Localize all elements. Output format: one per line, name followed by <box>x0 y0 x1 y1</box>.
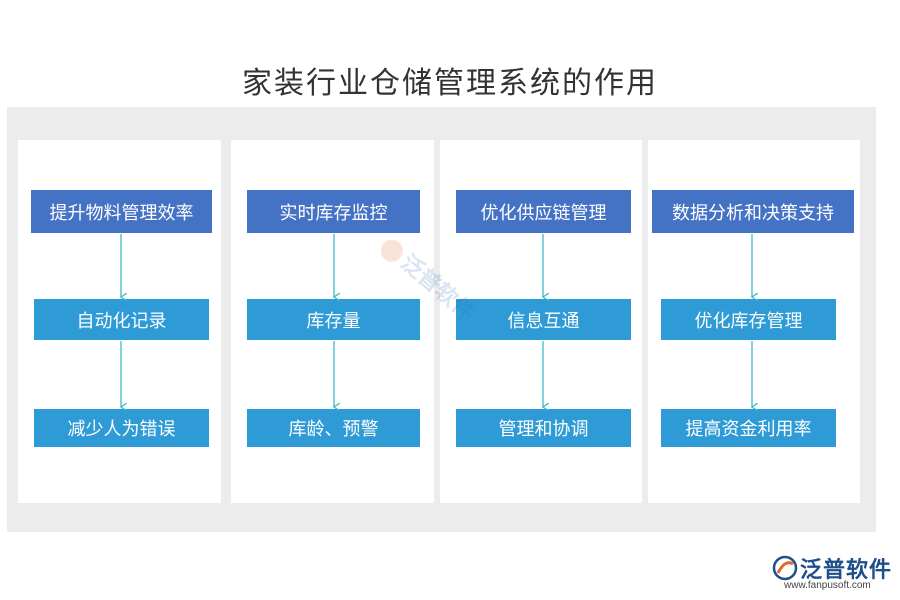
column-3-step-2: 管理和协调 <box>456 409 631 447</box>
column-2-heading: 实时库存监控 <box>247 190 420 233</box>
brand-logo: 泛普软件 <box>772 552 892 584</box>
column-4-step-2: 提高资金利用率 <box>661 409 836 447</box>
column-2-step-2: 库龄、预警 <box>247 409 420 447</box>
brand-logo-icon <box>772 555 798 581</box>
brand-name: 泛普软件 <box>800 558 893 583</box>
column-3-step-1: 信息互通 <box>456 299 631 340</box>
column-4-step-1: 优化库存管理 <box>661 299 836 340</box>
brand-url: www.fanpusoft.com <box>784 580 871 591</box>
column-2-step-1: 库存量 <box>247 299 420 340</box>
column-1-heading: 提升物料管理效率 <box>31 190 212 233</box>
column-1-step-1: 自动化记录 <box>34 299 209 340</box>
column-4-heading: 数据分析和决策支持 <box>652 190 854 233</box>
column-3-heading: 优化供应链管理 <box>456 190 631 233</box>
diagram-title: 家装行业仓储管理系统的作用 <box>242 66 658 101</box>
column-1-step-2: 减少人为错误 <box>34 409 209 447</box>
